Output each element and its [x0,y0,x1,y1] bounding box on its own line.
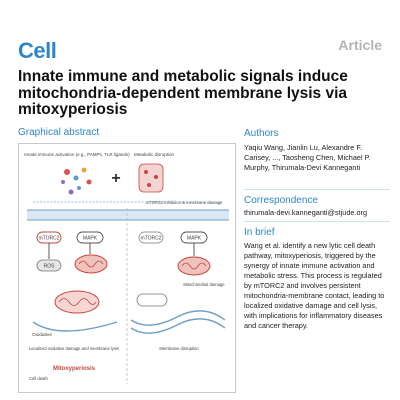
damaged-mitochondrion [54,290,100,314]
metabolite-dot [154,175,158,179]
article-title: Innate immune and metabolic signals indu… [18,68,348,118]
mtorc2-node-right-label: mTORC2 [140,236,161,242]
pamp-dot [73,175,79,181]
immune-input-label: Innate immune activation (e.g., PAMPs, T… [24,152,130,157]
graphical-abstract-figure: Innate immune activation (e.g., PAMPs, T… [18,143,236,393]
mitochondrion-right [177,256,211,276]
in-brief-summary: Wang et al. identify a new lytic cell de… [244,241,385,330]
metabolic-input-group: Metabolic disruption [134,152,175,193]
lysed-membrane-left [32,321,118,332]
right-bottom-label: Membrane disruption [159,346,199,351]
plus-sign: + [111,170,120,187]
right-pathway: mTORC2 MAPK Mitochondrial damage Membran… [130,231,226,351]
mapk-node-right-label: MAPK [187,236,202,242]
section-divider [244,221,390,222]
metabolic-cell-icon [138,163,164,193]
metabolite-dot [147,183,151,187]
ros-node-label: ROS [44,264,56,270]
cristae-left [78,260,104,268]
graphical-abstract-svg: Innate immune activation (e.g., PAMPs, T… [24,152,229,384]
correspondence-heading: Correspondence [244,195,318,206]
ros-node [36,259,62,272]
cell-death-label: Cell death [29,376,49,381]
correspondence-email[interactable]: thirumala-devi.kanneganti@stjude.org [244,208,368,217]
pamp-dot [64,169,70,175]
membrane-edges [27,209,229,221]
authors-heading: Authors [244,128,279,139]
mito-damage-label: Mitochondrial damage [183,282,225,287]
cristae-right [181,262,207,270]
membrane-wave-inner [130,318,226,334]
pamp-dot [86,179,92,185]
pamp-dot [81,167,87,173]
outcome-label: Mitoxyperiosis [53,366,96,372]
pamp-dot [77,186,81,190]
pamp-dot [68,189,74,195]
damaged-cristae [58,298,97,306]
article-type-label: Article [338,37,382,53]
membrane-wave-outer [130,310,226,326]
membrane-node [136,293,168,307]
author-list[interactable]: Yaqiu Wang, Jianlin Lu, Alexandre F. Car… [244,143,371,172]
journal-logo: Cell [18,38,57,63]
left-pathway: mTORC2 MAPK ROS Oxidative Localized oxid… [29,231,119,372]
oxidative-side-label: Oxidative [32,332,52,338]
plasma-membrane [27,210,229,220]
metabolite-dot [144,170,148,174]
mitochondrion-left [74,254,108,274]
section-divider [244,189,390,190]
mapk-node-left-label: MAPK [83,236,98,242]
left-bottom-label: Localized oxidative damage and membrane … [29,346,119,351]
mtorc2-node-left-label: mTORC2 [38,236,59,242]
metabolic-input-label: Metabolic disruption [134,152,175,157]
mtorc2-node-right [138,231,164,244]
in-brief-heading: In brief [244,227,275,238]
immune-input-group: Innate immune activation (e.g., PAMPs, T… [24,152,130,195]
pamp-dot [61,180,65,184]
graphical-abstract-heading: Graphical abstract [18,127,100,138]
